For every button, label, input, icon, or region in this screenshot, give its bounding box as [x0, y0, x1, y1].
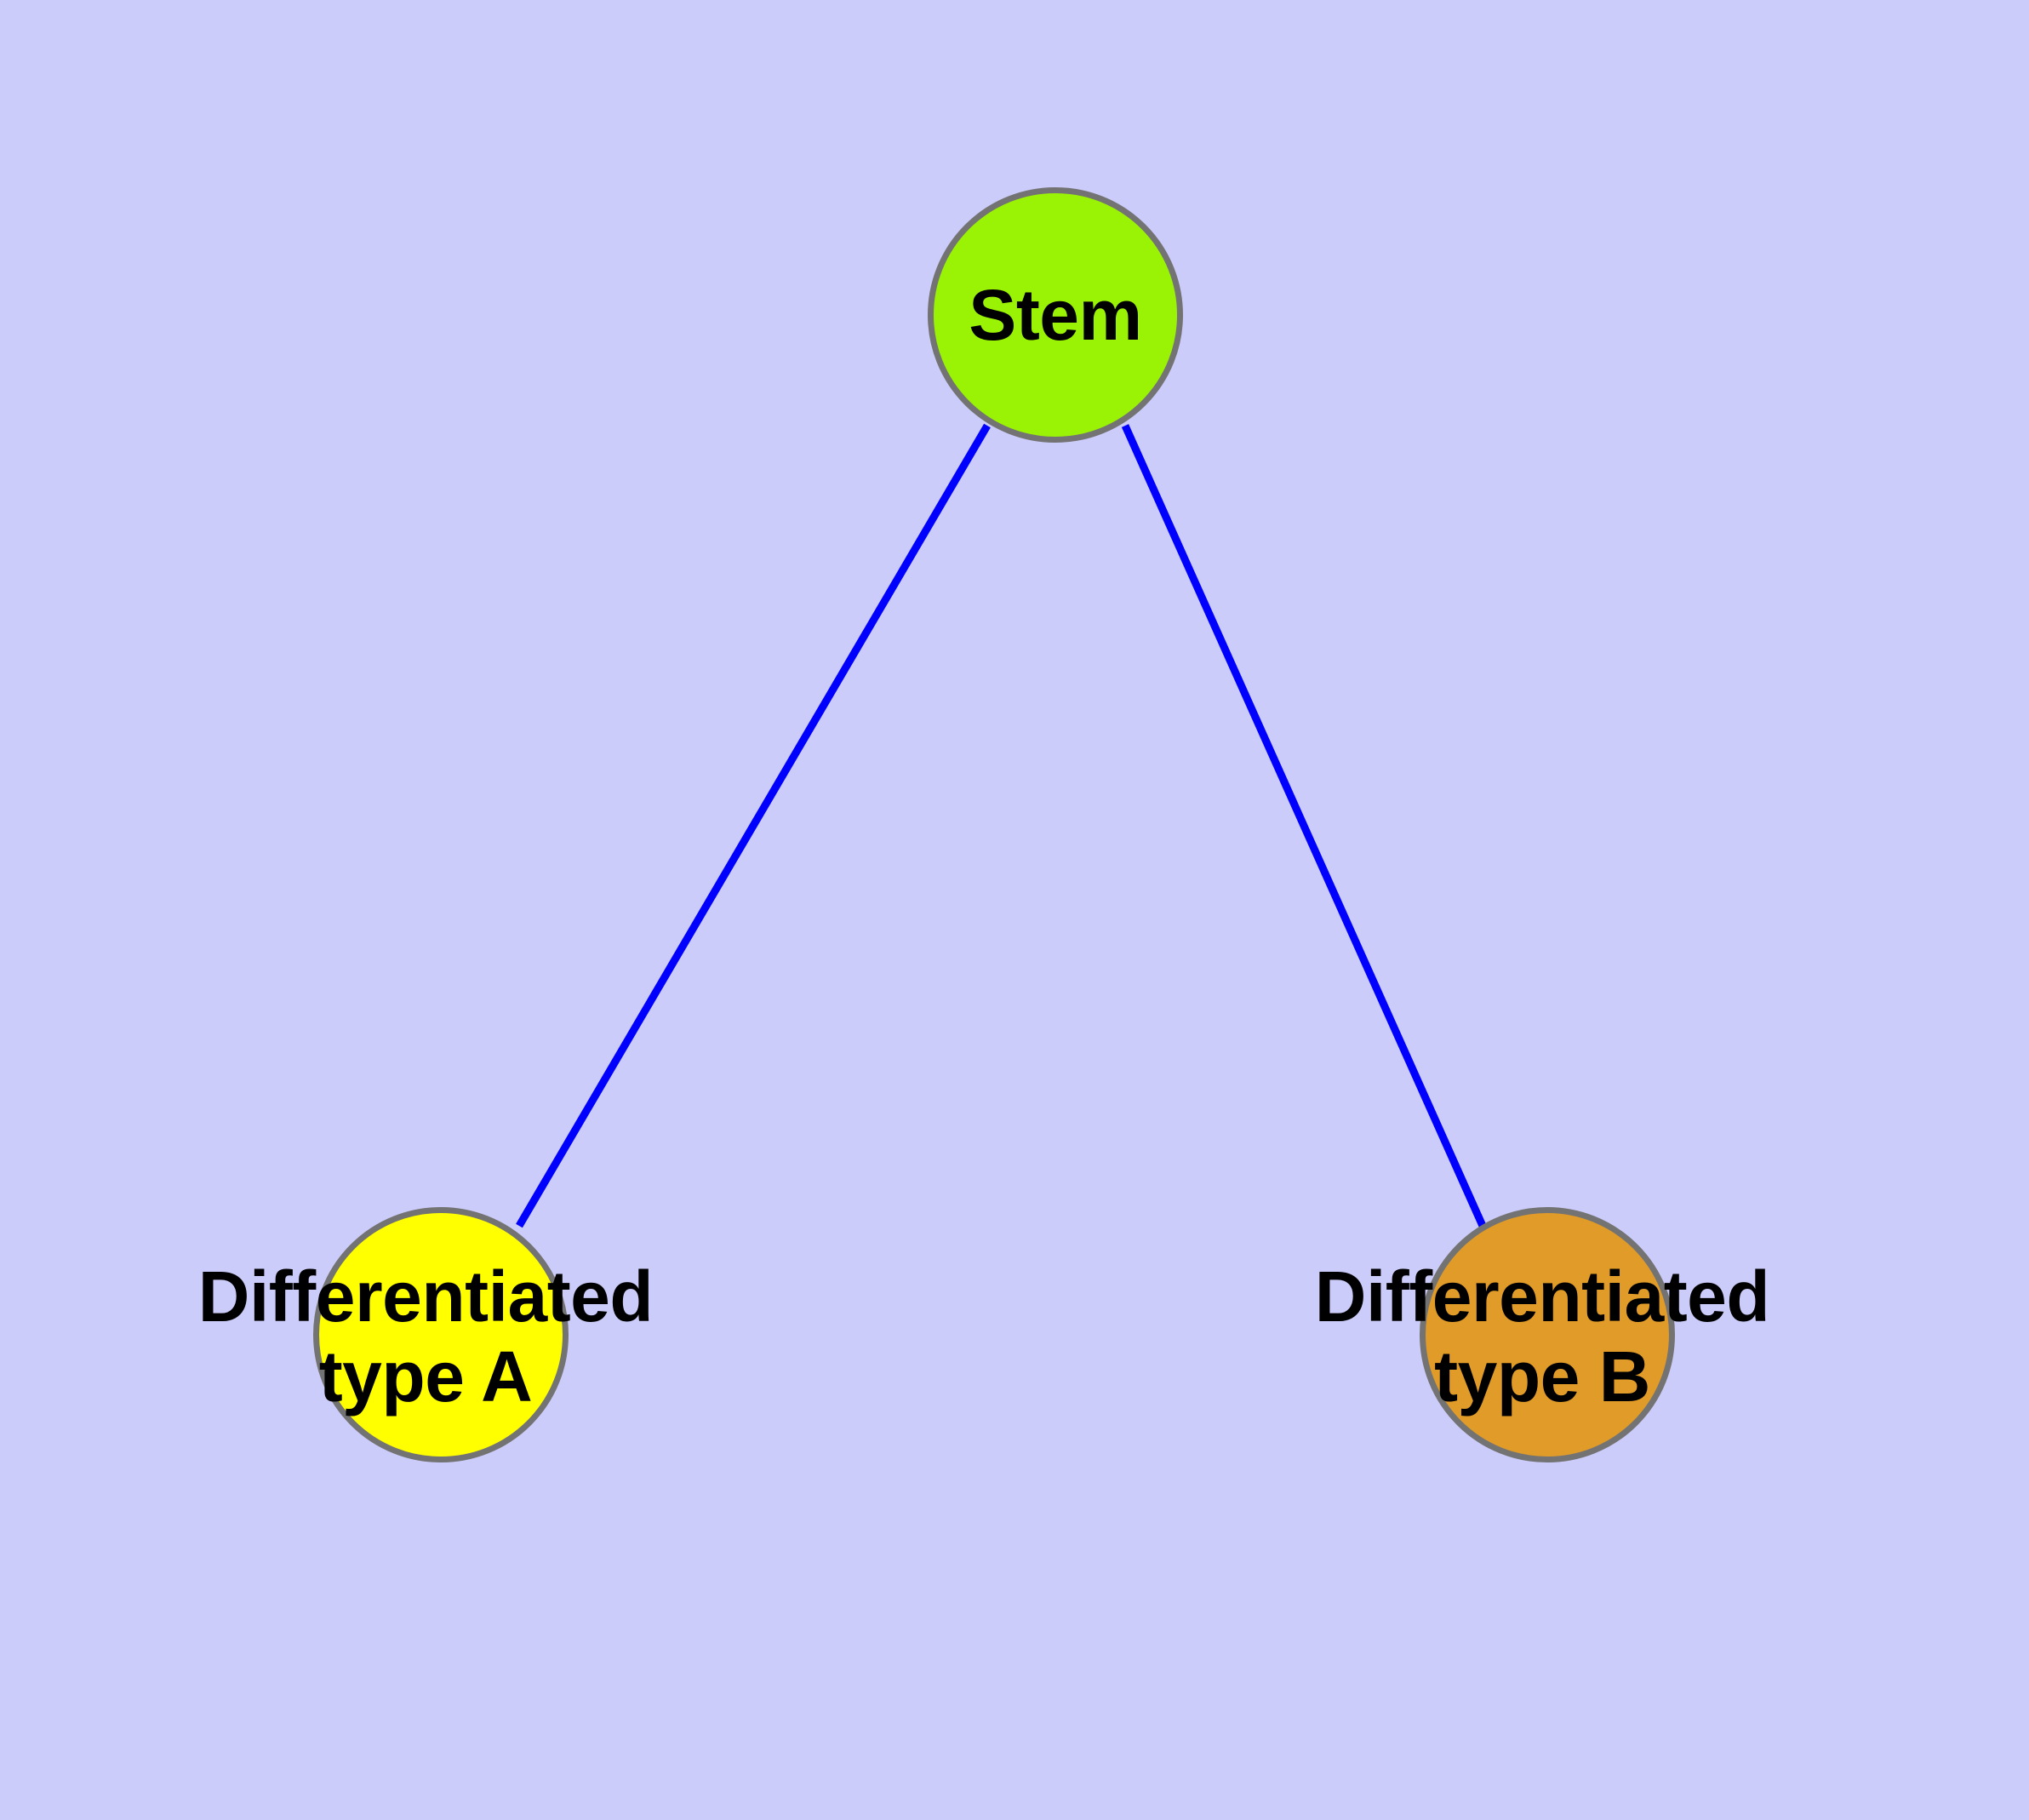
node-differentiated-type-b[interactable] [1420, 1207, 1675, 1462]
node-label-differentiated-type-a: Differentiated type A [197, 1256, 654, 1417]
node-differentiated-type-a[interactable] [313, 1207, 569, 1462]
node-label-differentiated-type-b: Differentiated type B [1314, 1256, 1770, 1417]
edge-stem-to-diff-b [1121, 424, 1487, 1228]
node-label-stem: Stem [969, 274, 1142, 355]
node-stem[interactable] [928, 187, 1183, 443]
edge-stem-to-diff-a [516, 423, 991, 1228]
